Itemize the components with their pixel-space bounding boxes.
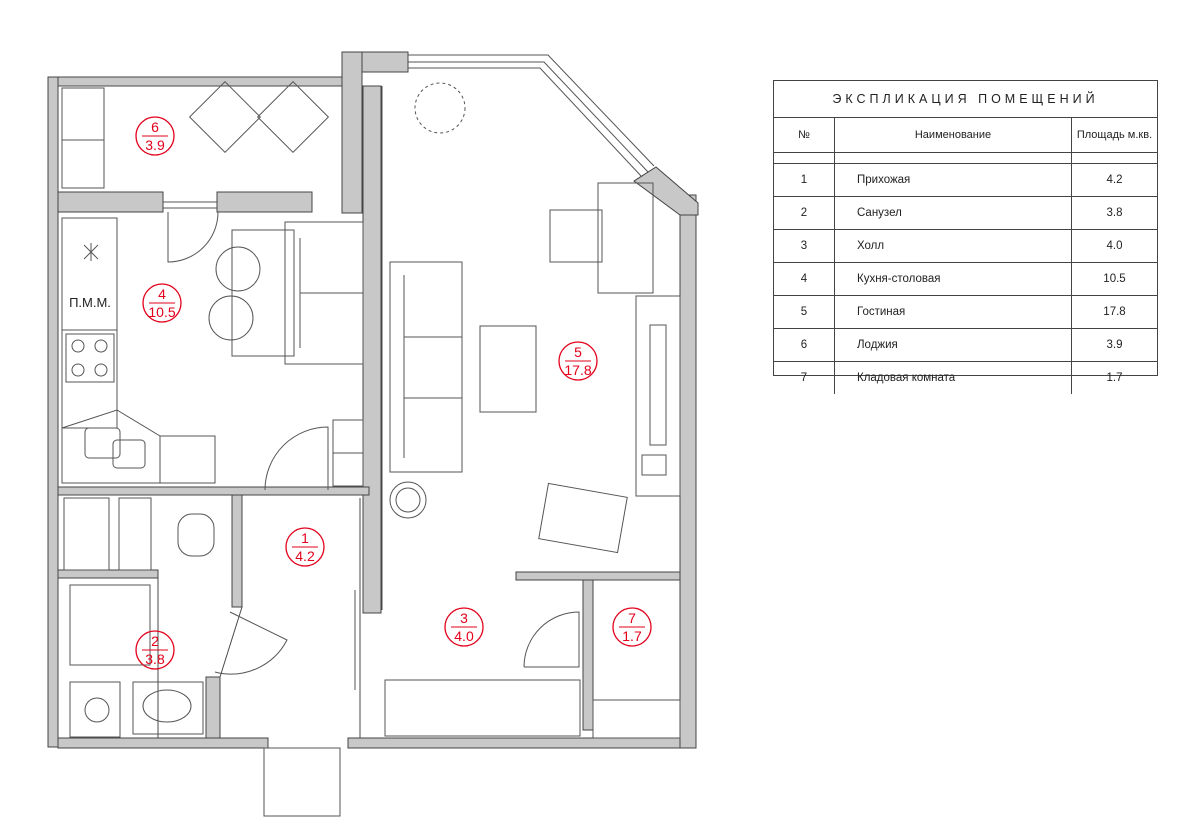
explication-title: ЭКСПЛИКАЦИЯ ПОМЕЩЕНИЙ [774, 81, 1157, 118]
room-area: 17.8 [564, 362, 591, 378]
furniture [61, 80, 681, 739]
room-number: 3 [460, 610, 468, 626]
spacer-row [774, 152, 1157, 164]
header-num: № [774, 118, 835, 153]
room-label-5: 517.8 [558, 341, 598, 381]
row-area: 10.5 [1071, 262, 1157, 296]
header-name: Наименование [834, 118, 1072, 153]
row-name: Кладовая комната [834, 361, 1072, 394]
partitions [58, 85, 680, 738]
room-area: 3.8 [145, 651, 165, 667]
room-label-circle [612, 607, 652, 647]
row-area: 17.8 [1071, 295, 1157, 329]
explication-header-row: № Наименование Площадь м.кв. [774, 118, 1157, 153]
windows [163, 54, 655, 209]
row-num: 5 [774, 295, 835, 329]
room-number: 2 [151, 633, 159, 649]
row-name: Прихожая [834, 163, 1072, 197]
row-name: Гостиная [834, 295, 1072, 329]
room-number: 1 [301, 530, 309, 546]
row-area: 3.8 [1071, 196, 1157, 230]
walls [47, 51, 699, 749]
row-num: 2 [774, 196, 835, 230]
room-number: 7 [628, 610, 636, 626]
row-name: Санузел [834, 196, 1072, 230]
row-area: 1.7 [1071, 361, 1157, 394]
room-label-circle [135, 630, 175, 670]
row-num: 1 [774, 163, 835, 197]
room-label-circle [142, 283, 182, 323]
room-label-3: 34.0 [444, 607, 484, 647]
room-area: 10.5 [148, 304, 175, 320]
room-label-4: 410.5 [142, 283, 182, 323]
row-num: 3 [774, 229, 835, 263]
row-name: Лоджия [834, 328, 1072, 362]
row-name: Кухня-столовая [834, 262, 1072, 296]
doors [167, 211, 580, 817]
room-label-1: 14.2 [285, 527, 325, 567]
room-area: 4.2 [295, 548, 315, 564]
row-num: 4 [774, 262, 835, 296]
explication-table: ЭКСПЛИКАЦИЯ ПОМЕЩЕНИЙ № Наименование Пло… [773, 80, 1158, 394]
row-num: 7 [774, 361, 835, 394]
room-label-circle [135, 116, 175, 156]
room-number: 4 [158, 286, 166, 302]
room-label-6: 63.9 [135, 116, 175, 156]
room-area: 4.0 [454, 628, 474, 644]
room-label-circle [444, 607, 484, 647]
room-number: 6 [151, 119, 159, 135]
room-label-circle [285, 527, 325, 567]
room-number: 5 [574, 344, 582, 360]
room-label-2: 23.8 [135, 630, 175, 670]
room-label-7: 71.7 [612, 607, 652, 647]
row-area: 3.9 [1071, 328, 1157, 362]
ppm-label: П.М.М. [69, 295, 111, 310]
row-num: 6 [774, 328, 835, 362]
row-name: Холл [834, 229, 1072, 263]
room-area: 3.9 [145, 137, 165, 153]
room-area: 1.7 [622, 628, 642, 644]
header-area: Площадь м.кв. [1076, 128, 1153, 141]
row-area: 4.0 [1071, 229, 1157, 263]
room-label-circle [558, 341, 598, 381]
row-area: 4.2 [1071, 163, 1157, 197]
